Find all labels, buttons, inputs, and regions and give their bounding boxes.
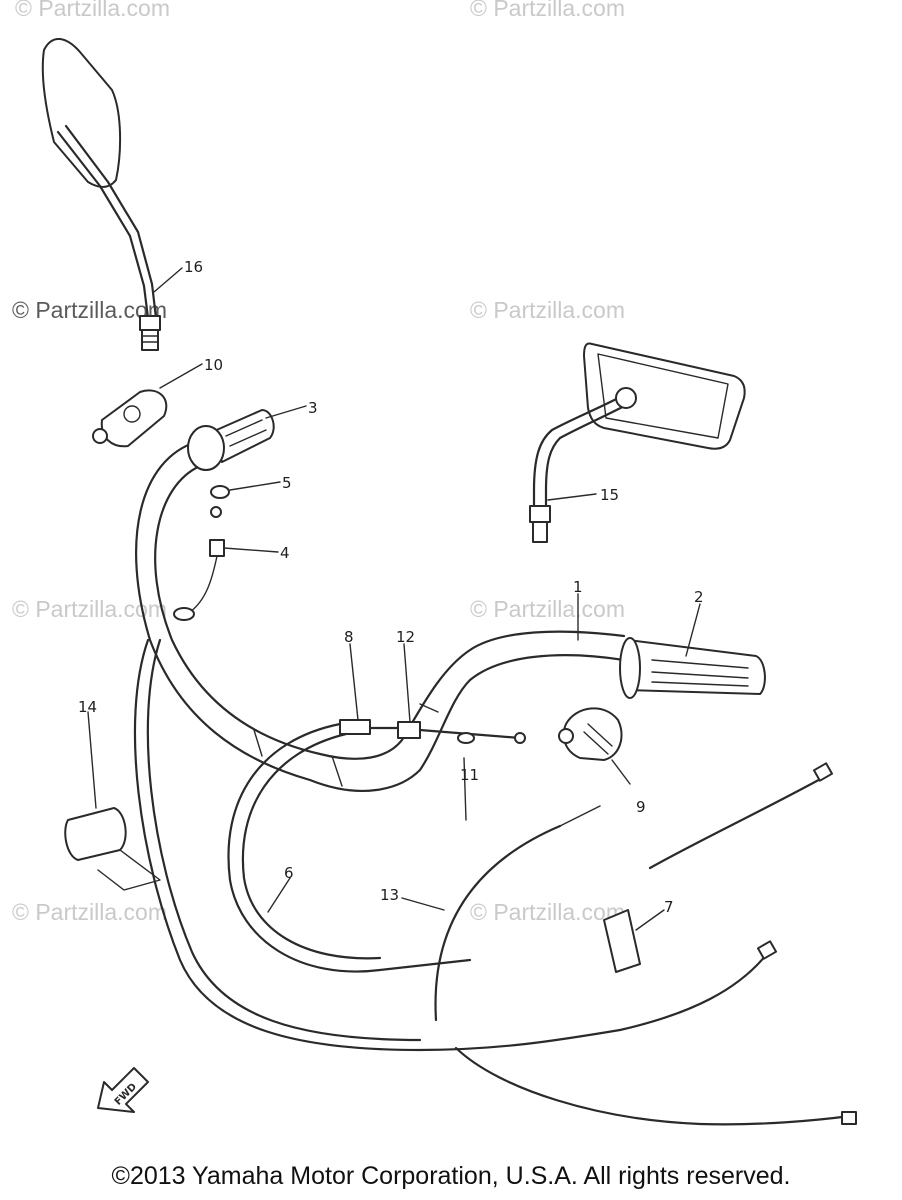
callout-15: 15	[600, 486, 619, 504]
callout-10: 10	[204, 356, 223, 374]
callout-2: 2	[694, 588, 704, 606]
main-cable-b	[454, 1046, 852, 1126]
callout-1: 1	[573, 578, 583, 596]
small-parts	[173, 485, 230, 621]
watermark: © Partzilla.com	[470, 899, 625, 925]
handlebar	[134, 440, 626, 792]
copyright-notice: ©2013 Yamaha Motor Corporation, U.S.A. A…	[111, 1162, 791, 1190]
left-mirror	[41, 38, 161, 351]
right-grip	[619, 637, 766, 699]
callout-9: 9	[636, 798, 646, 816]
watermark: © Partzilla.com	[470, 0, 625, 21]
cable-6	[227, 722, 472, 973]
watermark: © Partzilla.com	[15, 0, 170, 21]
callout-7: 7	[664, 898, 674, 916]
watermark: © Partzilla.com	[12, 899, 167, 925]
callout-6: 6	[284, 864, 294, 882]
watermark: © Partzilla.com	[470, 596, 625, 622]
leader-lines	[87, 267, 701, 931]
cable-adjusters	[339, 719, 526, 744]
watermark: © Partzilla.com	[470, 297, 625, 323]
clamp-7	[603, 909, 641, 973]
callout-3: 3	[308, 399, 318, 417]
callout-4: 4	[280, 544, 290, 562]
right-mirror	[529, 342, 746, 543]
switch-14	[64, 807, 161, 891]
fwd-arrow-icon: FWD	[97, 1067, 149, 1113]
cable-13	[434, 824, 562, 1022]
left-switch	[92, 389, 168, 448]
callout-13: 13	[380, 886, 399, 904]
callout-8: 8	[344, 628, 354, 646]
callout-16: 16	[184, 258, 203, 276]
callout-12: 12	[396, 628, 415, 646]
callout-5: 5	[282, 474, 292, 492]
right-switch	[558, 707, 623, 761]
callout-11: 11	[460, 766, 479, 784]
callout-14: 14	[78, 698, 97, 716]
main-cable-c	[648, 774, 828, 870]
left-grip	[187, 409, 275, 471]
main-cable-a	[133, 638, 772, 1052]
